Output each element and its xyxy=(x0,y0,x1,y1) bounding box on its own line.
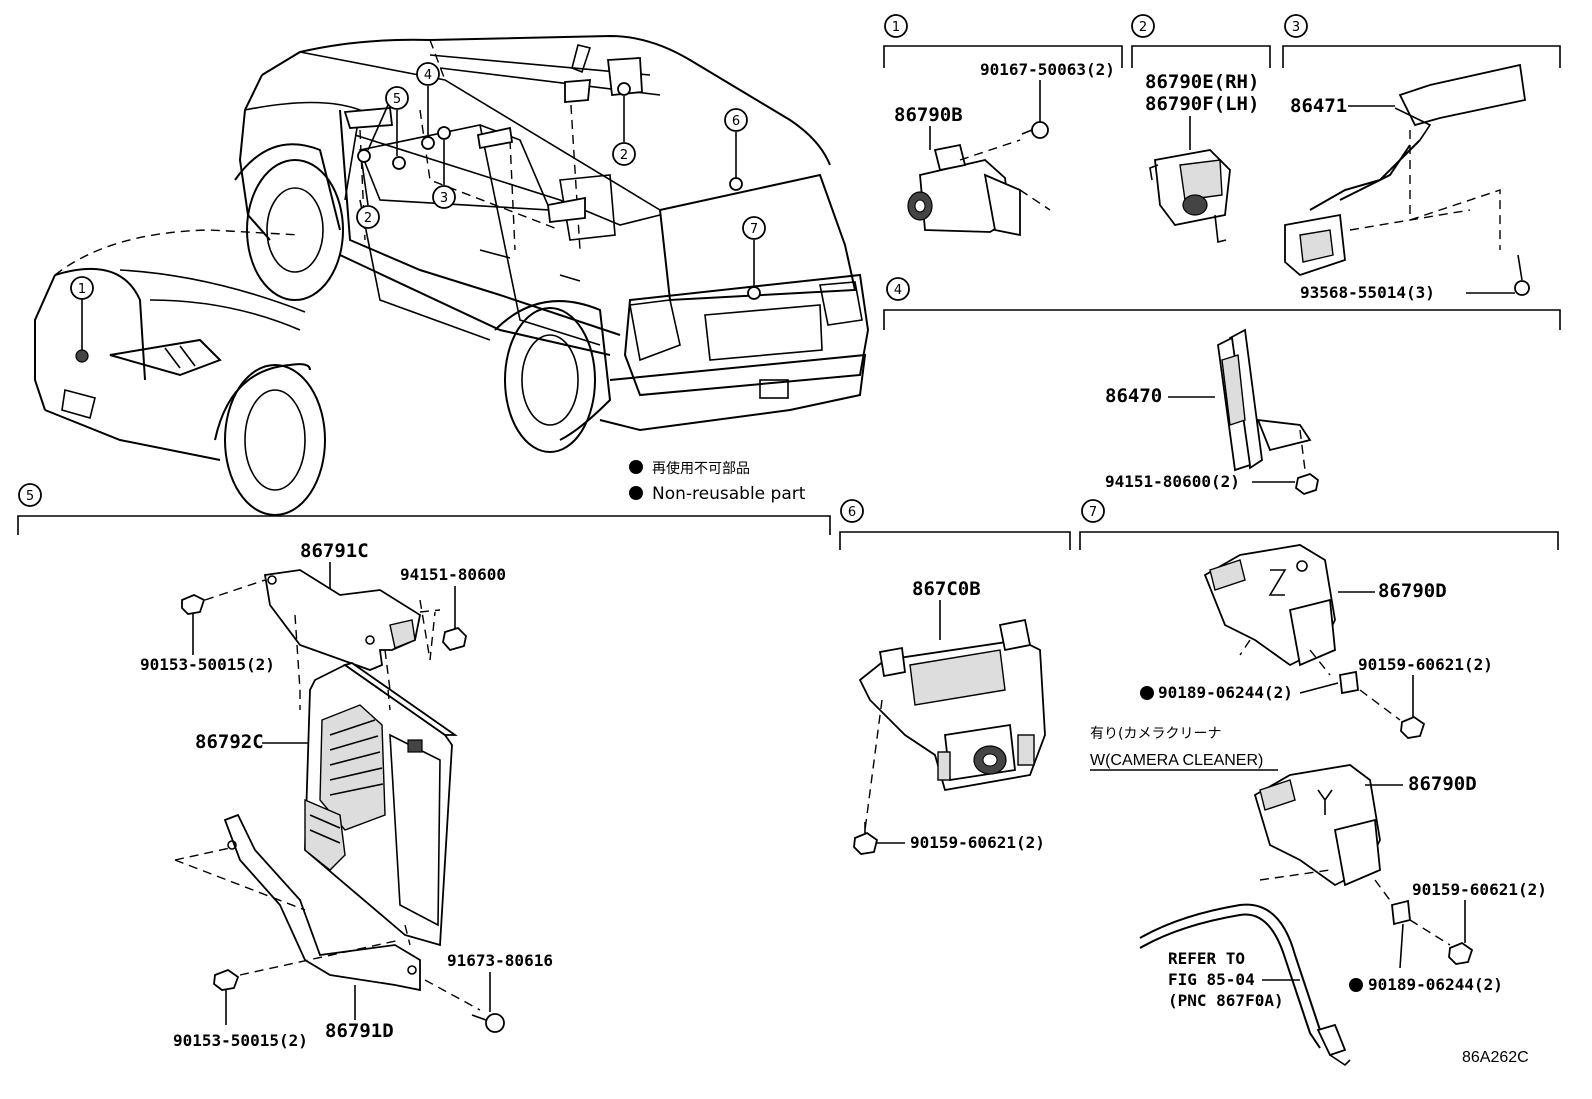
svg-text:2: 2 xyxy=(1139,20,1147,35)
svg-text:1: 1 xyxy=(78,282,86,297)
svg-text:94151-80600: 94151-80600 xyxy=(400,565,506,584)
svg-text:有り(カメラクリーナ: 有り(カメラクリーナ xyxy=(1090,726,1221,742)
svg-text:94151-80600(2): 94151-80600(2) xyxy=(1105,472,1240,491)
section-1: 1 90167-50063(2) 86790B xyxy=(883,14,1123,237)
svg-text:86471: 86471 xyxy=(1290,95,1347,117)
section-5: 5 86791C 90153-50015(2) 94151-80600 8679… xyxy=(17,483,831,1050)
svg-text:86791C: 86791C xyxy=(300,540,369,562)
svg-text:90159-60621(2): 90159-60621(2) xyxy=(1412,880,1547,899)
svg-text:90159-60621(2): 90159-60621(2) xyxy=(910,833,1045,852)
svg-text:2: 2 xyxy=(620,148,628,163)
svg-text:(PNC 867F0A): (PNC 867F0A) xyxy=(1168,991,1284,1010)
svg-text:90167-50063(2): 90167-50063(2) xyxy=(980,60,1115,79)
svg-text:3: 3 xyxy=(440,191,448,206)
vehicle-rear-view xyxy=(234,34,870,453)
svg-text:86790F(LH): 86790F(LH) xyxy=(1145,93,1259,115)
svg-text:W(CAMERA CLEANER): W(CAMERA CLEANER) xyxy=(1090,752,1263,769)
svg-text:86790D: 86790D xyxy=(1408,773,1477,795)
svg-text:90153-50015(2): 90153-50015(2) xyxy=(140,655,275,674)
svg-text:1: 1 xyxy=(892,20,900,35)
vehicle-front-view xyxy=(34,229,326,516)
non-reusable-dot-icon xyxy=(629,460,643,474)
legend: 再使用不可部品 Non-reusable part xyxy=(629,460,806,504)
svg-text:93568-55014(3): 93568-55014(3) xyxy=(1300,283,1435,302)
svg-text:4: 4 xyxy=(424,68,432,83)
section-3: 3 86471 93568-55014(3) xyxy=(1282,14,1561,302)
svg-text:5: 5 xyxy=(393,92,401,107)
svg-text:86792C: 86792C xyxy=(195,731,264,753)
svg-text:6: 6 xyxy=(732,114,740,129)
section-7: 7 86790D 90189-06244(2) 90159-60621(2) 有… xyxy=(1079,499,1559,1067)
svg-text:90159-60621(2): 90159-60621(2) xyxy=(1358,655,1493,674)
svg-text:7: 7 xyxy=(750,222,758,237)
svg-text:867C0B: 867C0B xyxy=(912,578,981,600)
svg-text:90189-06244(2): 90189-06244(2) xyxy=(1368,975,1503,994)
svg-text:90189-06244(2): 90189-06244(2) xyxy=(1158,683,1293,702)
svg-text:7: 7 xyxy=(1089,505,1097,520)
section-4: 4 86470 94151-80600(2) xyxy=(883,277,1561,496)
svg-text:86790E(RH): 86790E(RH) xyxy=(1145,71,1259,93)
vehicle-callouts: 1 2 2 3 4 5 6 7 xyxy=(70,62,766,363)
section-2: 2 86790E(RH) 86790F(LH) xyxy=(1131,14,1271,243)
svg-text:REFER TO: REFER TO xyxy=(1168,949,1245,968)
svg-text:91673-80616: 91673-80616 xyxy=(447,951,553,970)
svg-text:4: 4 xyxy=(894,283,902,298)
non-reusable-dot-icon xyxy=(1349,978,1363,992)
svg-text:2: 2 xyxy=(364,211,372,226)
svg-text:Non-reusable part: Non-reusable part xyxy=(652,484,806,504)
svg-text:FIG 85-04: FIG 85-04 xyxy=(1168,970,1255,989)
svg-text:5: 5 xyxy=(26,489,34,504)
svg-text:3: 3 xyxy=(1292,20,1300,35)
section-6: 6 867C0B 90159-60621(2) xyxy=(839,499,1071,855)
svg-text:90153-50015(2): 90153-50015(2) xyxy=(173,1031,308,1050)
svg-text:86791D: 86791D xyxy=(325,1020,394,1042)
non-reusable-dot-icon xyxy=(1140,686,1154,700)
non-reusable-dot-icon xyxy=(629,486,643,500)
figure-code: 86A262C xyxy=(1462,1049,1529,1066)
svg-text:再使用不可部品: 再使用不可部品 xyxy=(652,460,750,477)
svg-text:6: 6 xyxy=(848,505,856,520)
svg-text:86470: 86470 xyxy=(1105,385,1162,407)
svg-text:86790B: 86790B xyxy=(894,104,963,126)
svg-text:86790D: 86790D xyxy=(1378,580,1447,602)
